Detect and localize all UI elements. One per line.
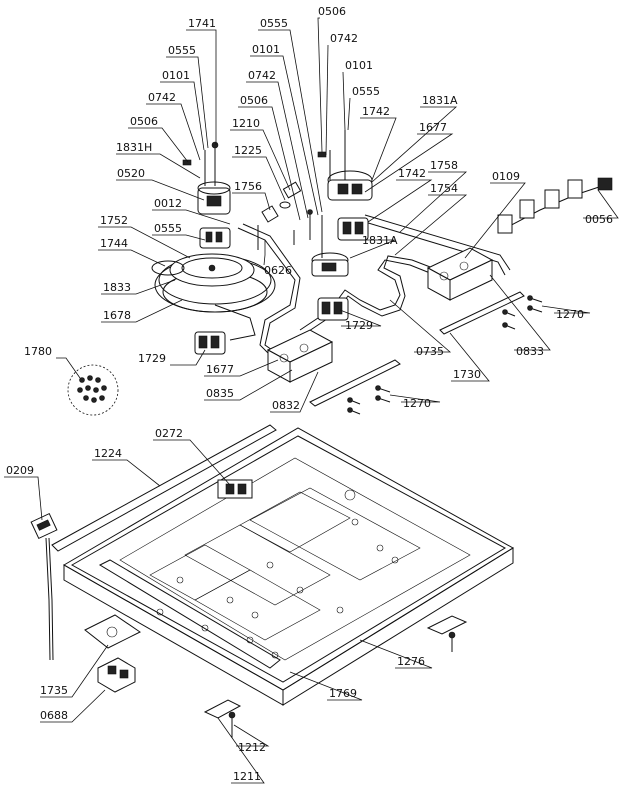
label-0555-c: 0555 [260,17,288,30]
label-0555-b: 0555 [154,222,182,235]
seal-strip-1224 [51,424,277,552]
part-labels: 1741 0555 0101 0742 0506 1831H 0520 0012… [6,5,613,783]
terminal-block-0272 [217,479,253,499]
label-0056: 0056 [585,213,613,226]
label-0688: 0688 [40,709,68,722]
label-1225: 1225 [234,144,262,157]
label-1677-b: 1677 [419,121,447,134]
label-0742-c: 0742 [330,32,358,45]
label-0272: 0272 [155,427,183,440]
screws-1270 [347,295,543,415]
burner-assembly-0520 [197,141,231,215]
gas-tap-0833 [426,247,494,301]
label-0506-a: 0506 [130,115,158,128]
label-0209: 0209 [6,464,34,477]
label-0742-b: 0742 [248,69,276,82]
label-0735: 0735 [416,345,444,358]
power-cable-0209 [30,512,58,661]
label-1756: 1756 [234,180,262,193]
label-0555-d: 0555 [352,85,380,98]
label-1677-a: 1677 [206,363,234,376]
foot-right [426,615,468,652]
label-1730: 1730 [453,368,481,381]
rail-1730 [309,291,525,407]
gas-pipe-0735 [237,214,511,356]
label-0506-b: 0506 [240,94,268,107]
valve-1729-center [317,297,349,321]
label-1742-a: 1742 [362,105,390,118]
label-0109: 0109 [492,170,520,183]
valve-1729-left [194,331,226,355]
valve-1752 [199,227,231,249]
burner-1833 [169,253,255,287]
base-tray-1276 [63,427,514,706]
label-1270-a: 1270 [556,308,584,321]
label-1831A: 1831A [422,94,458,107]
label-0012: 0012 [154,197,182,210]
label-1211: 1211 [233,770,261,783]
label-1744: 1744 [100,237,128,250]
foot-1211 [203,699,242,738]
label-0835: 0835 [206,387,234,400]
label-1754: 1754 [430,182,458,195]
label-1729-b: 1729 [345,319,373,332]
label-1224: 1224 [94,447,122,460]
label-1678: 1678 [103,309,131,322]
cover-plate-1735 [84,614,141,649]
label-0832: 0832 [272,399,300,412]
label-0626: 0626 [264,264,292,277]
label-1729-a: 1729 [138,352,166,365]
ring-1744 [151,260,185,276]
burner-assembly-1831A-b [311,215,349,277]
label-0742-a: 0742 [148,91,176,104]
label-0520: 0520 [117,167,145,180]
nozzle-set-1780 [67,364,119,416]
ignition-harness-0056 [497,177,613,234]
label-1741: 1741 [188,17,216,30]
burner-assembly-1831A [327,130,373,201]
label-0101-a: 0101 [162,69,190,82]
valve-1742 [337,217,369,241]
label-0833: 0833 [516,345,544,358]
label-0101-b: 0101 [252,43,280,56]
label-1210: 1210 [232,117,260,130]
label-0506-c: 0506 [318,5,346,18]
label-0555-a: 0555 [168,44,196,57]
label-1831A-b: 1831A [362,234,398,247]
label-1758: 1758 [430,159,458,172]
label-1769: 1769 [329,687,357,700]
leader-lines [4,17,619,784]
gas-tap-0835 [266,329,334,383]
label-1752: 1752 [100,214,128,227]
label-1276: 1276 [397,655,425,668]
label-1780: 1780 [24,345,52,358]
label-1833: 1833 [103,281,131,294]
label-1831H: 1831H [116,141,152,154]
label-1735: 1735 [40,684,68,697]
label-1270-b: 1270 [403,397,431,410]
label-1742-b: 1742 [398,167,426,180]
label-0101-c: 0101 [345,59,373,72]
cable-clamp-0688 [97,657,136,693]
injector-fittings [182,151,327,250]
label-1212: 1212 [238,741,266,754]
